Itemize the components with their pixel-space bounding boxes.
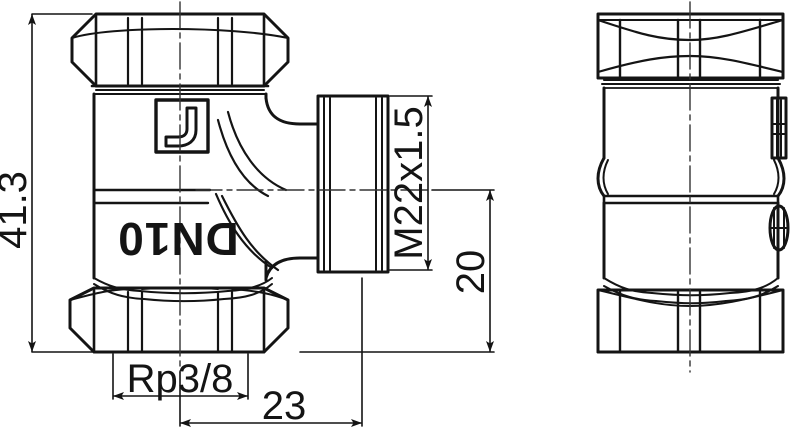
side-lug-upper xyxy=(770,96,788,160)
dimension-thread-m22 xyxy=(389,95,433,271)
nominal-size-marking: DN10 xyxy=(117,213,239,265)
dimension-label-center-distance: 23 xyxy=(262,384,307,428)
dimension-label-height: 41.3 xyxy=(0,171,35,249)
dimension-height-41-3 xyxy=(28,13,93,353)
outlet-shoulder xyxy=(264,256,320,282)
side-bottom-hex-nut xyxy=(596,277,785,354)
dimension-label-outlet-length: 20 xyxy=(449,250,493,295)
dimension-outlet-20 xyxy=(299,189,495,353)
side-upper-body xyxy=(596,79,786,198)
manufacturer-logo xyxy=(154,98,210,154)
internal-passage xyxy=(214,110,288,272)
outlet-thread-spigot xyxy=(316,94,390,274)
side-lug-lower xyxy=(768,204,790,252)
side-view-group xyxy=(596,1,790,373)
dimension-label-inlet-thread: Rp3/8 xyxy=(127,357,234,401)
side-lower-body xyxy=(602,201,780,280)
bottom-hex-nut xyxy=(68,277,290,354)
dimension-label-thread-outlet: M22x1.5 xyxy=(387,106,431,259)
mid-body-band xyxy=(92,188,212,205)
upper-body xyxy=(92,89,320,192)
front-view-group xyxy=(68,1,431,373)
side-mid-band xyxy=(602,194,780,205)
dimension-center-23 xyxy=(179,277,363,427)
